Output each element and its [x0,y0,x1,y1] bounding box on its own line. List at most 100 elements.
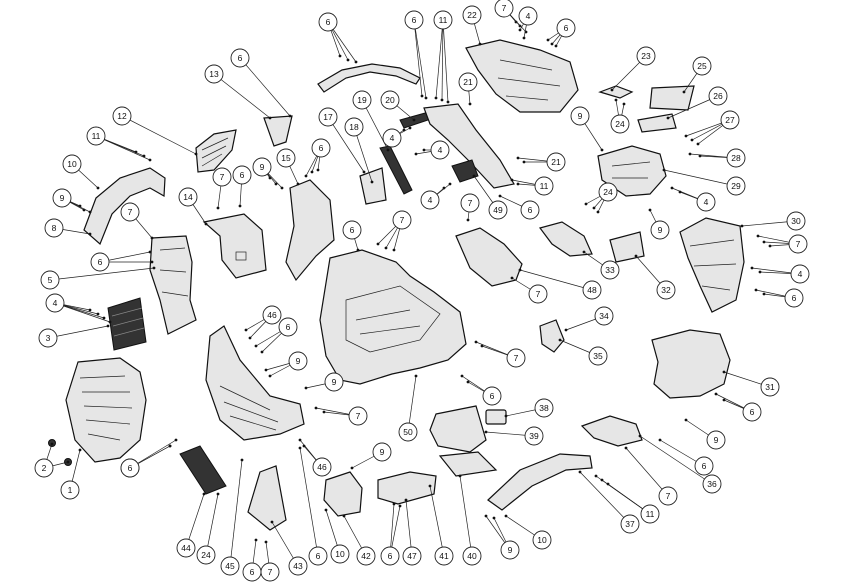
callout-13: 13 [204,64,224,84]
callout-12: 12 [112,106,132,126]
callout-circle [433,10,453,30]
callout-label: 35 [593,351,603,361]
fastener-dot [594,474,598,478]
callout-label: 36 [707,479,717,489]
callout-circle [556,18,576,38]
fastener-dot [440,98,444,102]
callout-label: 1 [68,485,73,495]
fastener-dot [518,28,522,32]
fastener-dot [516,156,520,160]
fastener-dot [304,386,308,390]
leader-line [239,57,291,117]
callout-42: 42 [356,546,376,566]
callout-label: 3 [46,333,51,343]
leader-line [327,116,365,173]
callout-18: 18 [344,117,364,137]
fastener-dot [288,114,292,118]
leader-line [413,19,423,97]
callout-circle [288,351,308,371]
callout-circle [494,0,514,18]
fastener-dot [78,448,82,452]
callout-circle [760,377,780,397]
callout-circle [178,187,198,207]
callout-circle [342,220,362,240]
callout-label: 47 [407,551,417,561]
callout-circle [462,546,482,566]
part-47-panel [377,471,437,505]
callout-4: 4 [420,190,440,210]
callout-circle [398,422,418,442]
fastener-dot [260,350,264,354]
callout-label: 22 [467,10,477,20]
part-1-side-panel [65,357,147,463]
fastener-dot [666,116,670,120]
callout-circle [546,152,566,172]
fastener-dot [392,248,396,252]
callout-label: 11 [646,509,655,519]
fastener-dot [88,308,92,312]
callout-label: 9 [260,162,265,172]
callout-4: 4 [518,6,538,26]
part-dash-panel [423,103,515,189]
part-46-bumper [205,325,305,441]
part-35-clip [539,319,565,353]
callout-7: 7 [260,562,280,582]
callout-6: 6 [90,252,110,272]
callout-label: 6 [250,567,255,577]
callout-circle [62,154,82,174]
fastener-dot [756,234,760,238]
callout-circle [288,556,308,576]
fastener-dot [240,458,244,462]
part-14-cover [202,213,267,279]
fastener-dot [298,438,302,442]
callout-8: 8 [44,218,64,238]
part-43-brace [247,465,287,531]
callout-label: 43 [293,561,303,571]
callout-label: 37 [625,519,635,529]
callout-circle [312,457,332,477]
part-3-grille [107,297,147,351]
fastener-dot [88,210,92,214]
callout-label: 24 [615,119,625,129]
fastener-dot [596,210,600,214]
fastener-dot [216,492,220,496]
callout-21: 21 [458,72,478,92]
callout-label: 50 [403,427,413,437]
fastener-dot [558,338,562,342]
part-13-duct [263,115,293,147]
leader-line [442,19,449,103]
callout-circle [658,486,678,506]
callout-circle [112,106,132,126]
callout-7: 7 [120,202,140,222]
callout-label: 27 [725,115,735,125]
callout-label: 4 [428,195,433,205]
callout-9: 9 [570,106,590,126]
callout-43: 43 [288,556,308,576]
callout-circle [276,148,296,168]
callout-4: 4 [790,264,810,284]
callout-15: 15 [276,148,296,168]
callout-label: 6 [316,551,321,561]
callout-9: 9 [252,157,272,177]
callout-label: 4 [390,133,395,143]
callout-circle [402,546,422,566]
callout-label: 6 [490,391,495,401]
callout-4: 4 [430,140,450,160]
callout-9: 9 [706,430,726,450]
fastener-dot [310,170,314,174]
callout-circle [40,270,60,290]
fastener-dot [424,96,428,100]
callout-1: 1 [60,480,80,500]
callout-11: 11 [534,176,554,196]
fastener-dot [268,374,272,378]
callout-20: 20 [380,90,400,110]
callout-label: 4 [53,298,58,308]
part-29-housing [597,145,667,197]
fastener-dot [408,126,412,130]
callout-7: 7 [392,210,412,230]
callout-circle [500,540,520,560]
callout-49: 49 [488,200,508,220]
fastener-dot [504,414,508,418]
fastener-dot [280,186,284,190]
fastener-dot [582,250,586,254]
